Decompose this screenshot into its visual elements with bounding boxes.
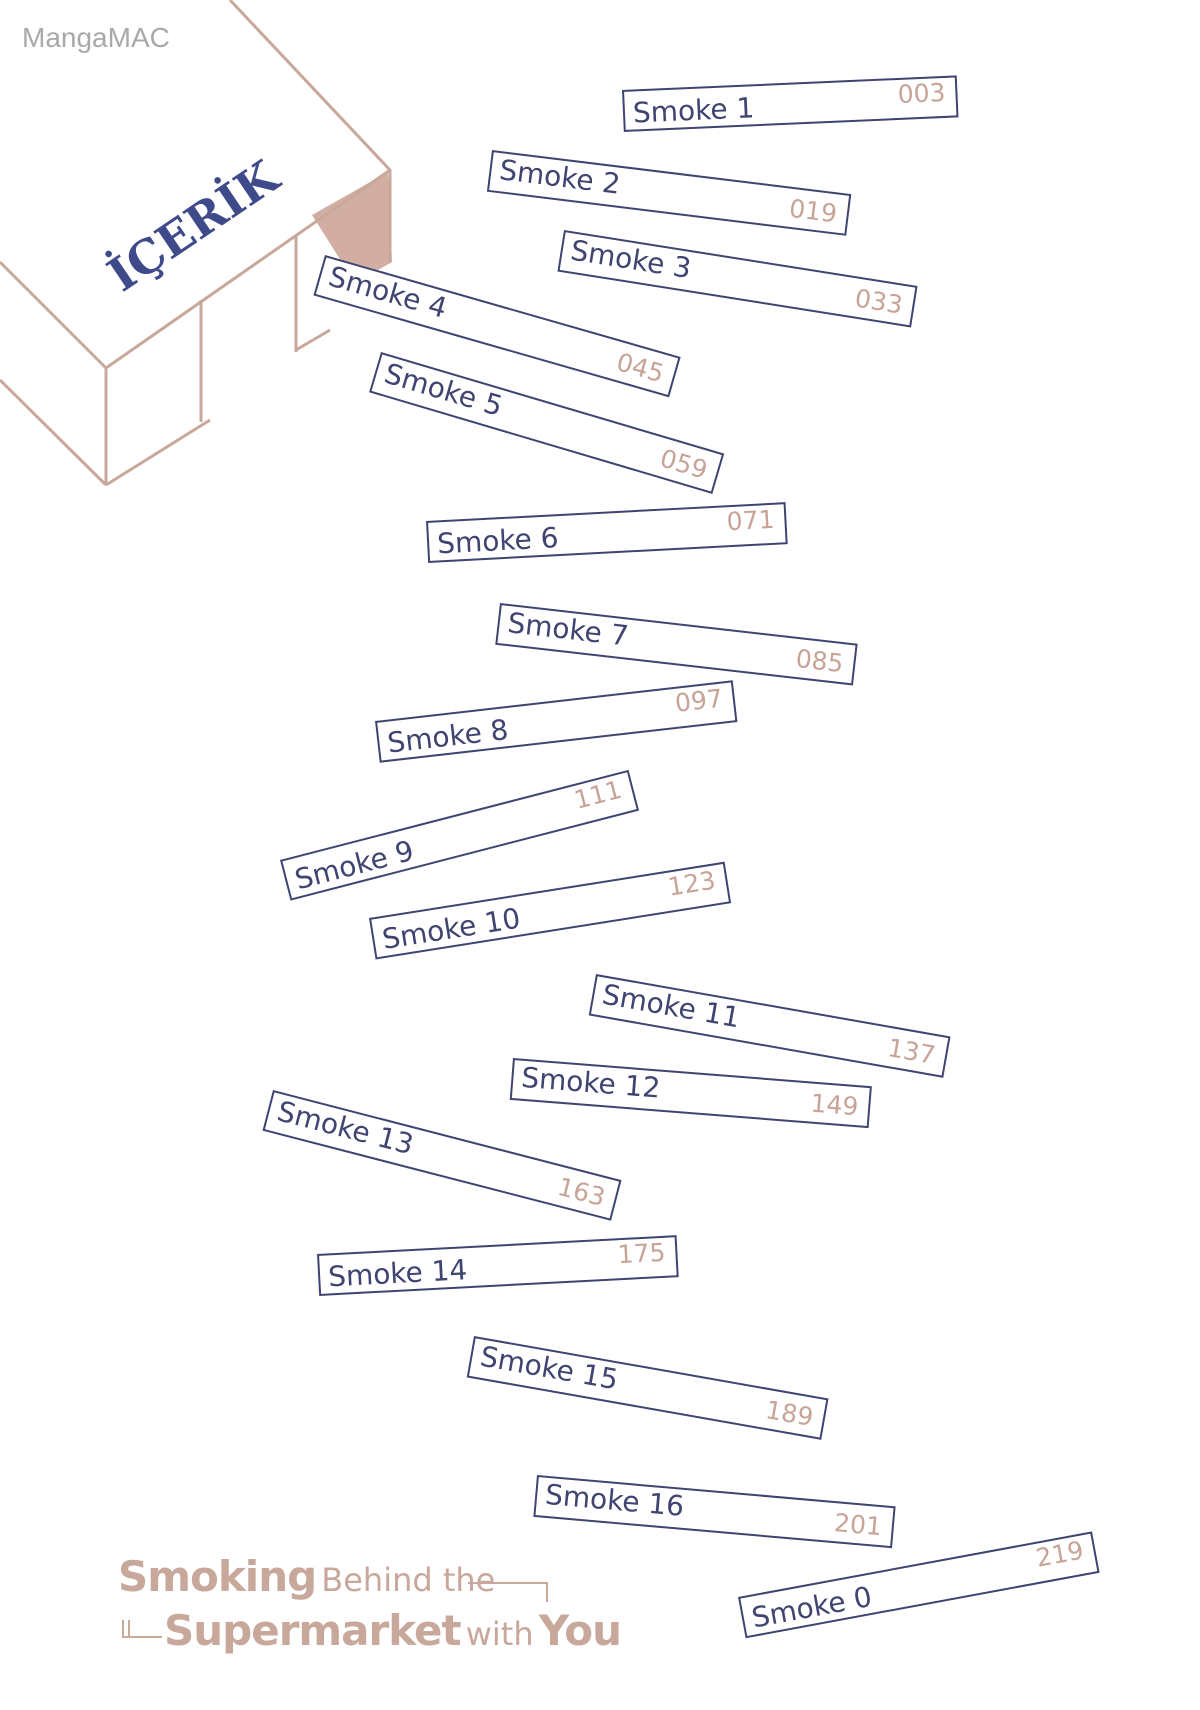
- toc-entry-label: Smoke 9: [291, 833, 418, 897]
- logo-word-supermarket: Supermarket: [164, 1606, 462, 1655]
- toc-entry-page-number: 111: [571, 774, 625, 815]
- toc-entry-label: Smoke 14: [327, 1253, 469, 1294]
- toc-entry[interactable]: Smoke 6 071: [426, 502, 788, 563]
- toc-entry-page-number: 003: [897, 77, 947, 109]
- toc-entry-label: Smoke 16: [543, 1477, 686, 1523]
- toc-entry-label: Smoke 2: [497, 153, 623, 201]
- toc-entry[interactable]: Smoke 14 175: [317, 1235, 679, 1296]
- toc-entry-page-number: 149: [809, 1088, 860, 1122]
- toc-entry-page-number: 163: [554, 1171, 609, 1212]
- logo-line-1: Smoking Behind the: [118, 1552, 495, 1601]
- toc-entry-page-number: 085: [794, 643, 845, 679]
- toc-entry[interactable]: Smoke 9 111: [280, 769, 640, 901]
- toc-entry[interactable]: Smoke 11 137: [588, 974, 951, 1078]
- toc-entry-page-number: 219: [1033, 1535, 1086, 1573]
- box-opening-shadow: [312, 172, 392, 283]
- toc-entry[interactable]: Smoke 8 097: [375, 680, 738, 763]
- toc-entry-page-number: 071: [725, 504, 776, 537]
- toc-entry[interactable]: Smoke 0 219: [738, 1531, 1100, 1639]
- box-outline: [0, 0, 392, 487]
- logo-word-behind-the: Behind the: [321, 1561, 496, 1599]
- toc-entry[interactable]: Smoke 15 189: [466, 1336, 829, 1440]
- toc-entry-label: Smoke 0: [749, 1579, 875, 1635]
- toc-entry[interactable]: Smoke 1 003: [622, 75, 959, 132]
- toc-entry-page-number: 123: [665, 865, 718, 902]
- toc-entry-page-number: 189: [763, 1395, 816, 1432]
- toc-entry[interactable]: Smoke 12 149: [509, 1058, 872, 1129]
- watermark: MangaMAC: [22, 22, 170, 53]
- toc-entry[interactable]: Smoke 13 163: [262, 1090, 622, 1221]
- logo-word-you: You: [538, 1606, 622, 1655]
- toc-entry-label: Smoke 11: [599, 977, 743, 1035]
- toc-entry-label: Smoke 8: [385, 713, 511, 760]
- toc-entry-page-number: 019: [787, 193, 839, 229]
- toc-entry-label: Smoke 15: [477, 1339, 621, 1397]
- toc-entry-page-number: 033: [852, 283, 905, 320]
- logo-rule-top: [468, 1582, 548, 1602]
- toc-entry-label: Smoke 7: [505, 606, 631, 653]
- toc-entry[interactable]: Smoke 10 123: [369, 861, 732, 960]
- toc-entry-page-number: 175: [616, 1237, 667, 1270]
- toc-entry-label: Smoke 12: [520, 1060, 662, 1105]
- toc-entry[interactable]: Smoke 2 019: [486, 150, 852, 236]
- toc-entry-page-number: 045: [613, 347, 668, 389]
- toc-entry-page-number: 201: [833, 1508, 884, 1542]
- toc-entry[interactable]: Smoke 16 201: [533, 1475, 896, 1549]
- cigarette-box-illustration: İÇERİK: [0, 0, 392, 487]
- logo-line-2: Supermarket with You: [164, 1606, 622, 1655]
- toc-entry-label: Smoke 6: [436, 521, 560, 561]
- toc-entry-label: Smoke 13: [273, 1094, 417, 1162]
- toc-entry-label: Smoke 3: [568, 233, 694, 286]
- logo-word-smoking: Smoking: [118, 1552, 317, 1601]
- toc-entry-page-number: 059: [656, 443, 711, 485]
- box-title: İÇERİK: [97, 148, 289, 303]
- toc-entry-page-number: 137: [885, 1033, 938, 1070]
- toc-entry[interactable]: Smoke 3 033: [557, 230, 918, 328]
- toc-entry-page-number: 097: [673, 683, 725, 718]
- logo-rule-left-inner: [128, 1620, 130, 1638]
- series-logo: Smoking Behind the Supermarket with You: [118, 1552, 622, 1662]
- toc-entry-label: Smoke 1: [632, 91, 755, 130]
- logo-word-with: with: [465, 1615, 534, 1653]
- toc-entry-label: Smoke 10: [379, 901, 523, 956]
- toc-entry[interactable]: Smoke 7 085: [495, 603, 858, 686]
- logo-rule-left: [122, 1620, 162, 1638]
